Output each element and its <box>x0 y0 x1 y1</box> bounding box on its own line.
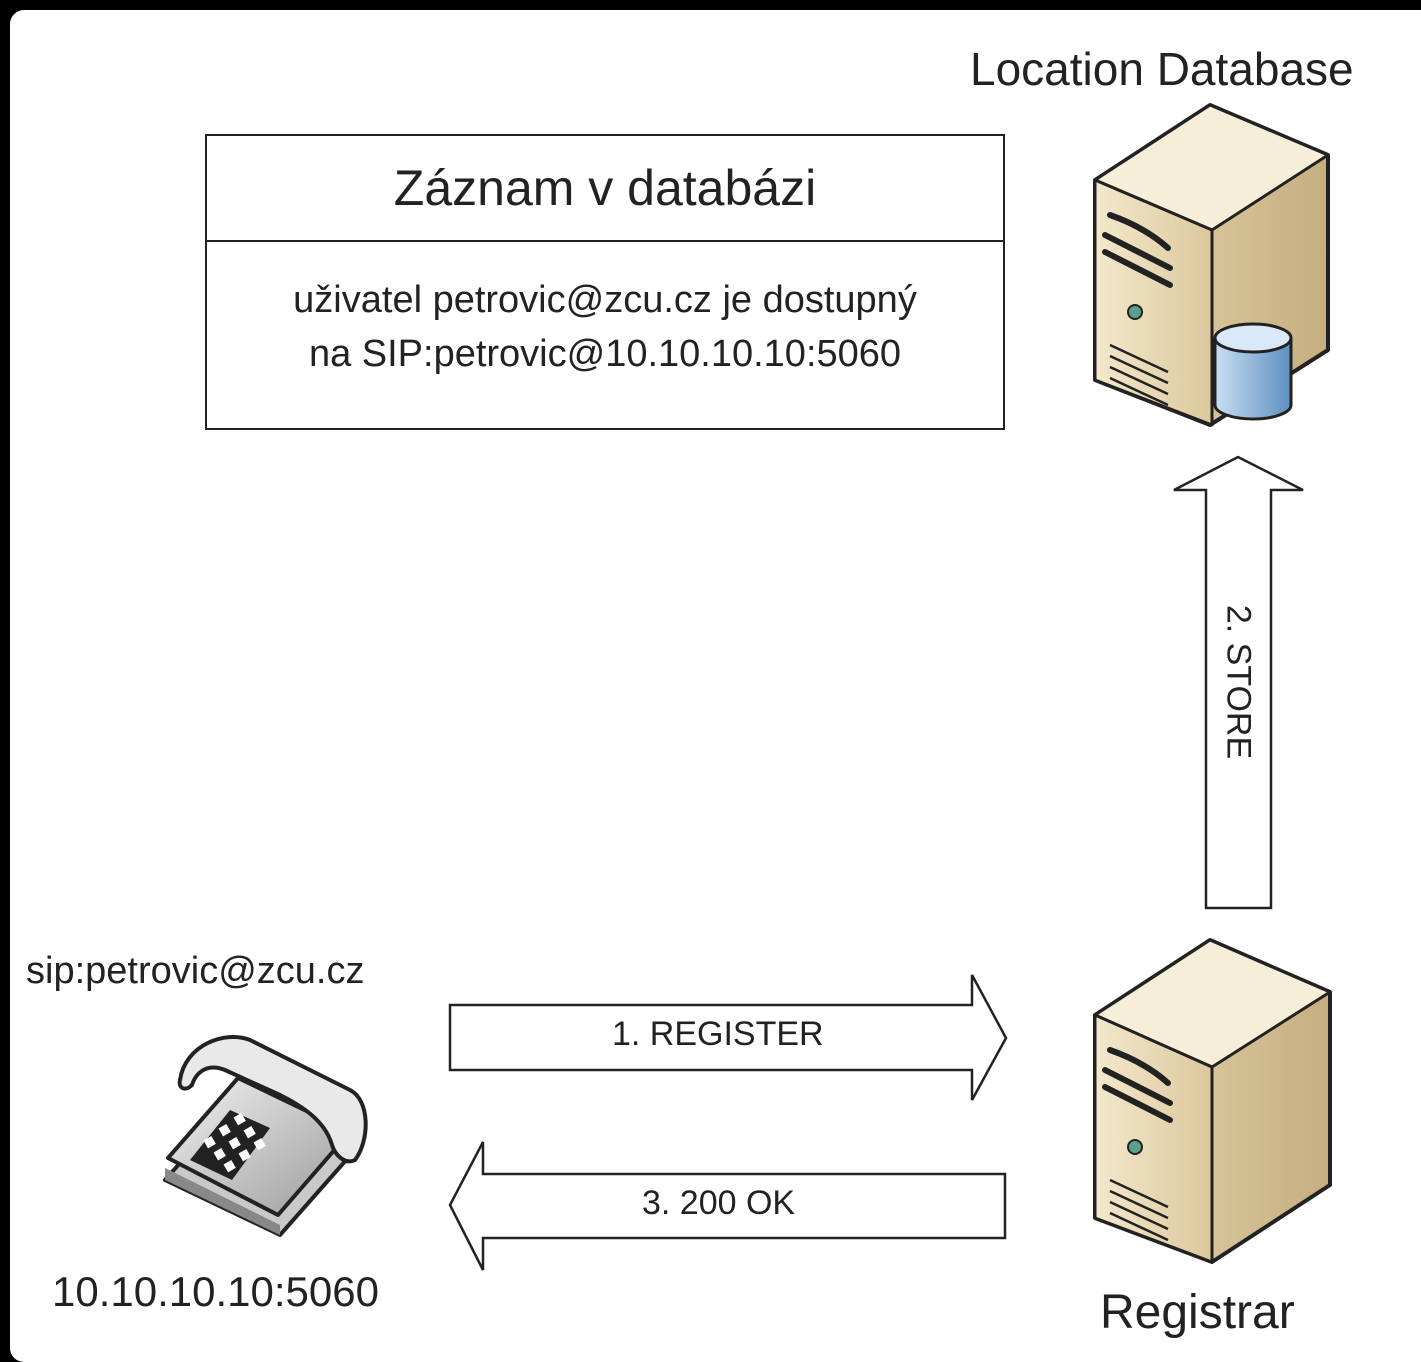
phone-address: 10.10.10.10:5060 <box>52 1268 379 1315</box>
record-body: uživatel petrovic@zcu.cz je dostupný na … <box>207 242 1003 430</box>
database-cylinder-icon <box>1213 322 1293 421</box>
register-arrow <box>448 974 1008 1101</box>
ok-label: 3. 200 OK <box>642 1184 796 1222</box>
record-header: Záznam v databázi <box>207 136 1003 242</box>
database-title: Location Database <box>970 43 1354 95</box>
ok-arrow <box>448 1141 1007 1271</box>
record-line-1: uživatel petrovic@zcu.cz je dostupný <box>293 279 917 321</box>
database-server-icon <box>1093 103 1330 427</box>
registrar-title: Registrar <box>1100 1286 1295 1339</box>
phone-uri: sip:petrovic@zcu.cz <box>26 950 365 992</box>
database-record-box: Záznam v databázi uživatel petrovic@zcu.… <box>205 134 1005 430</box>
telephone-icon <box>163 1034 368 1237</box>
registrar-server-icon <box>1093 938 1332 1264</box>
register-label: 1. REGISTER <box>612 1015 824 1053</box>
store-label: 2. STORE <box>1219 604 1258 760</box>
store-arrow <box>1173 455 1304 910</box>
record-line-2: na SIP:petrovic@10.10.10.10:5060 <box>308 333 902 375</box>
